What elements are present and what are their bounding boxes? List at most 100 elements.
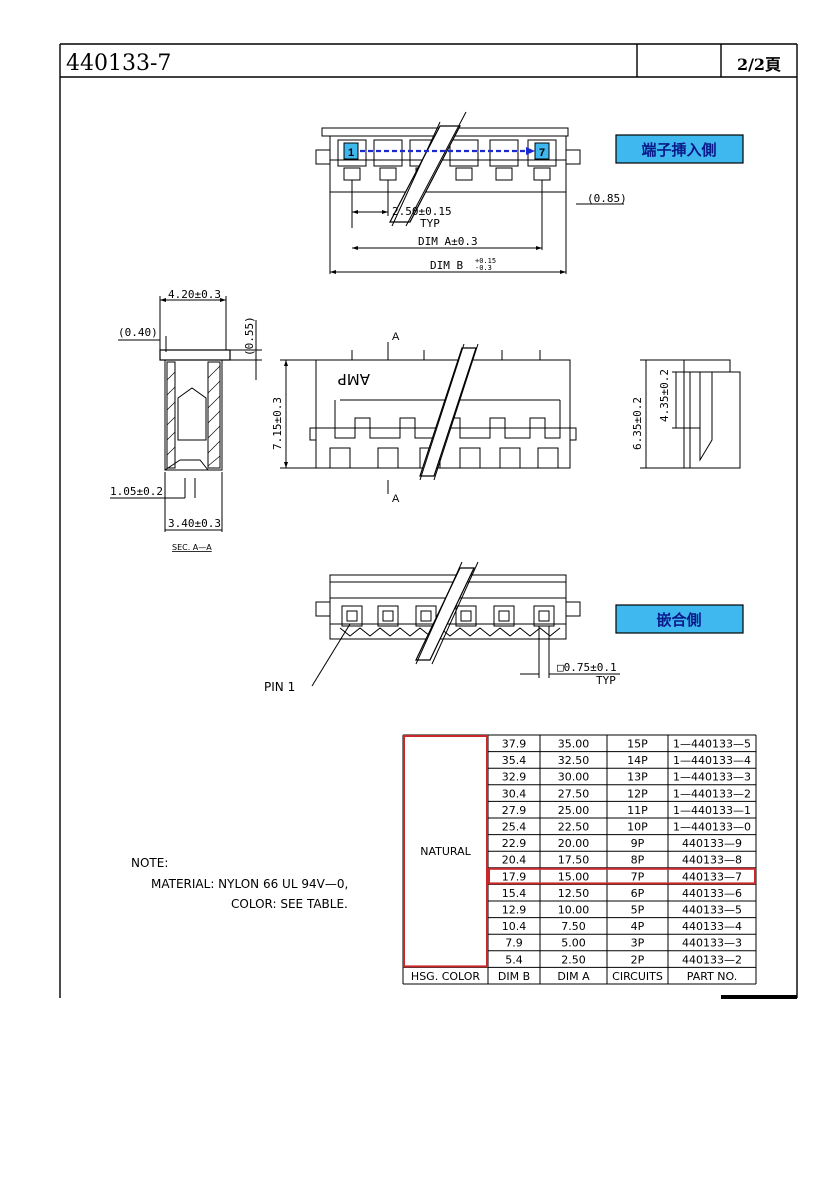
table-header: DIM A — [557, 970, 590, 983]
row-highlight-box — [488, 867, 756, 885]
table-cell: 32.50 — [558, 754, 590, 767]
table-cell: 1—440133—1 — [673, 804, 751, 817]
table-cell: 13P — [627, 771, 648, 784]
part-number-title: 440133-7 — [66, 51, 171, 76]
table-cell: 11P — [627, 804, 648, 817]
dim-section-bottom: 3.40±0.3 — [168, 517, 221, 530]
table-cell: 1—440133—0 — [673, 821, 751, 834]
table-cell: 7.9 — [505, 937, 523, 950]
side-view — [640, 359, 741, 469]
table-cell: 30.00 — [558, 771, 590, 784]
table-cell: 17.9 — [502, 870, 527, 883]
color-highlight-box — [403, 735, 488, 968]
dim-pitch: 2.50±0.15 — [392, 205, 452, 218]
section-a-a-view — [110, 296, 262, 532]
dim-section-top-right: (0.55) — [243, 316, 256, 356]
table-cell: 7P — [631, 870, 645, 883]
table-cell: 3P — [631, 937, 645, 950]
dim-square-typ: TYP — [596, 674, 616, 687]
table-cell: 1—440133—3 — [673, 771, 751, 784]
front-view — [280, 342, 577, 494]
note-heading: NOTE: — [131, 856, 168, 870]
table-cell: 440133—9 — [682, 837, 742, 850]
hsg-color-value: NATURAL — [420, 845, 471, 858]
mating-side-label: 嵌合側 — [656, 611, 701, 629]
dim-b-tol-lower: -0.3 — [475, 264, 492, 272]
table-cell: 2P — [631, 953, 645, 966]
table-cell: 37.9 — [502, 738, 527, 751]
pin-last-label: 7 — [539, 147, 545, 159]
dim-section-left: (0.40) — [118, 326, 158, 339]
arrow-head-icon — [526, 147, 535, 155]
terminal-insertion-side-box — [615, 134, 744, 164]
table-cell: 10.00 — [558, 904, 590, 917]
note-material: MATERIAL: NYLON 66 UL 94V—0, — [151, 877, 348, 891]
section-mark-top: A — [392, 331, 400, 343]
table-cell: 12.9 — [502, 904, 527, 917]
part-number-table: 37.9 35.00 15P 1—440133—5 35.4 32.50 14P 1—4401… — [402, 734, 757, 985]
table-cell: 25.4 — [502, 821, 527, 834]
table-cell: 6P — [631, 887, 645, 900]
table-cell: 14P — [627, 754, 648, 767]
pin-first-label: 1 — [348, 147, 354, 159]
table-cell: 4P — [631, 920, 645, 933]
table-header: CIRCUITS — [612, 970, 663, 983]
section-caption: SEC. A—A — [172, 543, 212, 552]
dim-a: DIM A±0.3 — [418, 235, 478, 248]
table-header: DIM B — [498, 970, 530, 983]
table-cell: 20.4 — [502, 854, 527, 867]
note-color: COLOR: SEE TABLE. — [231, 897, 348, 911]
dim-section-bottom-left: 1.05±0.2 — [110, 485, 163, 498]
table-cell: 15.00 — [558, 870, 590, 883]
table-cell: 35.00 — [558, 738, 590, 751]
dim-b-base: DIM B — [430, 259, 463, 272]
table-cell: 12.50 — [558, 887, 590, 900]
terminal-insertion-side-label: 端子挿入側 — [641, 141, 716, 159]
table-cell: 2.50 — [561, 953, 586, 966]
bottom-view — [311, 561, 620, 687]
table-cell: 15P — [627, 738, 648, 751]
dim-side-offset: (0.85) — [587, 192, 627, 205]
table-cell: 25.00 — [558, 804, 590, 817]
table-cell: 12P — [627, 787, 648, 800]
dim-front-height: 7.15±0.3 — [271, 397, 284, 450]
dim-b-tol-upper: +0.15 — [475, 257, 496, 265]
pin-marker-first: 1 — [343, 142, 359, 160]
table-header: PART NO. — [687, 970, 737, 983]
table-cell: 15.4 — [502, 887, 527, 900]
table-cell: 20.00 — [558, 837, 590, 850]
table-cell: 17.50 — [558, 854, 590, 867]
table-cell: 22.9 — [502, 837, 527, 850]
table-cell: 10P — [627, 821, 648, 834]
table-cell: 5.00 — [561, 937, 586, 950]
table-cell: 8P — [631, 854, 645, 867]
table-cell: 5.4 — [505, 953, 523, 966]
dim-side-overall: 6.35±0.2 — [631, 397, 644, 450]
table-cell: 27.9 — [502, 804, 527, 817]
table-cell: 440133—2 — [682, 953, 742, 966]
table-cell: 440133—3 — [682, 937, 742, 950]
table-cell: 1—440133—4 — [673, 754, 751, 767]
dim-pitch-typ: TYP — [420, 217, 440, 230]
table-cell: 1—440133—2 — [673, 787, 751, 800]
table-cell: 440133—5 — [682, 904, 742, 917]
section-mark-bottom: A — [392, 493, 400, 505]
table-cell: 440133—4 — [682, 920, 742, 933]
dim-section-width: 4.20±0.3 — [168, 288, 221, 301]
table-cell: 440133—8 — [682, 854, 742, 867]
table-cell: 10.4 — [502, 920, 527, 933]
mating-side-box — [615, 604, 744, 634]
table-cell: 35.4 — [502, 754, 527, 767]
table-cell: 27.50 — [558, 787, 590, 800]
table-cell: 30.4 — [502, 787, 527, 800]
table-cell: 1—440133—5 — [673, 738, 751, 751]
pin-marker-last: 7 — [534, 142, 550, 160]
table-cell: 7.50 — [561, 920, 586, 933]
table-cell: 22.50 — [558, 821, 590, 834]
table-cell: 5P — [631, 904, 645, 917]
table-header: HSG. COLOR — [411, 970, 481, 983]
pin1-label: PIN 1 — [264, 680, 295, 694]
table-cell: 32.9 — [502, 771, 527, 784]
table-cell: 440133—7 — [682, 870, 742, 883]
